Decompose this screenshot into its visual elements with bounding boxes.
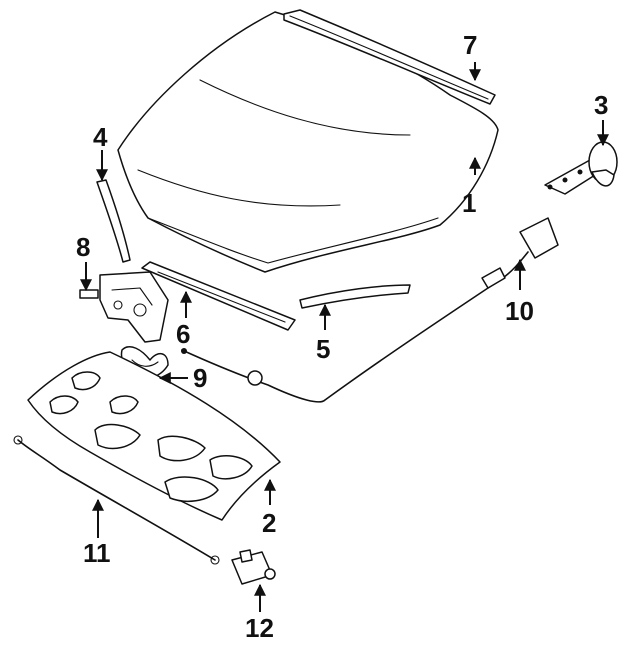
callout-12: 12 [245,613,274,643]
hood-hinge[interactable] [544,141,618,195]
hood-support-rod[interactable] [13,435,220,565]
callout-6: 6 [176,319,190,349]
callout-4: 4 [93,122,108,152]
callout-10: 10 [505,296,534,326]
hood-latch[interactable] [79,271,169,343]
left-edge-molding[interactable] [96,179,131,263]
right-edge-molding[interactable] [299,284,411,309]
hood-panel[interactable] [117,11,499,273]
callout-8: 8 [76,232,90,262]
callout-labels: 1 2 3 4 5 6 7 8 9 10 11 12 [76,30,608,643]
hood-seal-strip[interactable] [283,9,496,105]
latch-support-bar[interactable] [141,261,296,331]
callout-1: 1 [462,188,476,218]
callout-5: 5 [316,334,330,364]
callout-2: 2 [262,508,276,538]
hood-insulator[interactable] [27,351,281,521]
callout-7: 7 [463,30,477,60]
hood-lock[interactable] [231,549,276,585]
leader-lines [80,62,609,612]
callout-11: 11 [83,538,111,568]
callout-3: 3 [594,90,608,120]
release-cable[interactable] [181,217,559,403]
callout-9: 9 [193,363,207,393]
